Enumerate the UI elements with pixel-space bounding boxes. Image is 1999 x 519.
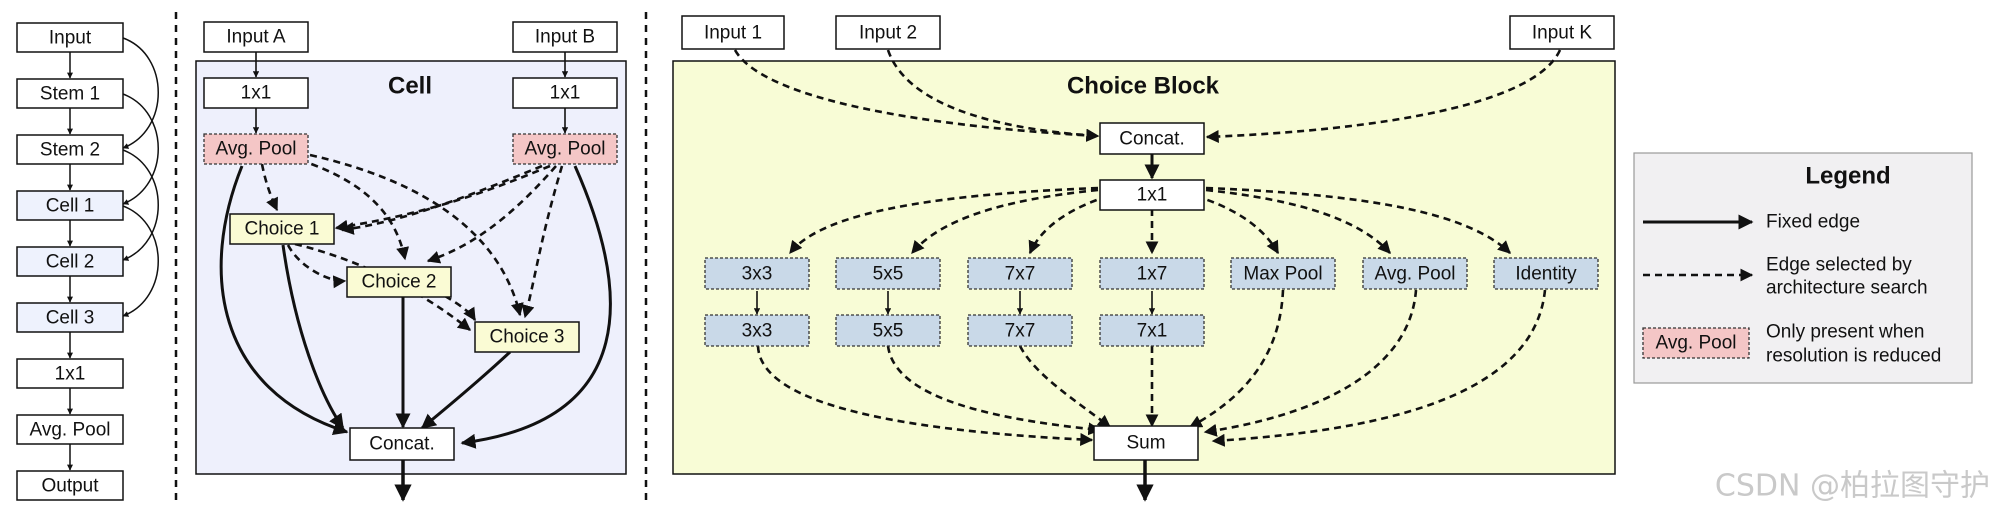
net-stem1-label: Stem 1 [40,84,100,105]
net-input-box [16,22,124,53]
cb-concat-label: Concat. [1119,129,1184,150]
cb-op-5x5-label: 5x5 [873,264,904,285]
legend-searched-edge-label-1: Edge selected by [1766,255,1912,276]
cb-input1-label: Input 1 [704,23,762,44]
cell-conv-b-label: 1x1 [550,83,581,104]
net-cell3-label: Cell 3 [46,308,95,329]
cell-input-a-box [203,21,309,53]
cb-op2-7x1-label: 7x1 [1137,321,1168,342]
cb-ops-top [704,257,1599,290]
cb-op2-3x3-label: 3x3 [742,321,773,342]
cell-conv-a-box [203,77,309,109]
cb-inputk-box [1509,15,1615,50]
cell-pool-b-box [512,133,618,165]
legend-reduced-label-2: resolution is reduced [1766,346,1941,367]
cb-op2-7x7-box [967,314,1073,347]
net-cell1-box [16,190,124,221]
cb-1x1-box [1099,179,1205,211]
cell-pool-a-label: Avg. Pool [216,139,297,160]
legend-panel: Legend Fixed edge Edge selected by archi… [1633,152,1973,384]
cb-ops-bottom [704,314,1205,347]
cell-pool-b-label: Avg. Pool [525,139,606,160]
cb-op-maxpool-label: Max Pool [1243,264,1322,285]
legend-title: Legend [1805,163,1890,190]
cell-concat-box [349,427,455,461]
network-panel: Input Stem 1 Stem 2 Cell 1 Cell 2 Cell 3… [16,22,159,501]
net-avgpool-box [16,414,124,445]
cb-op2-3x3-box [704,314,810,347]
cb-op-1x7-box [1099,257,1205,290]
cell-title: Cell [388,73,432,100]
net-1x1-box [16,358,124,389]
choice-block-panel: Choice Block [672,15,1616,502]
cb-input2-box [835,15,941,50]
net-output-label: Output [41,476,99,497]
cell-pool-a-box [203,133,309,165]
cb-op-7x7-box [967,257,1073,290]
cb-op-1x7-label: 1x7 [1137,264,1168,285]
legend-reduced-label-1: Only present when [1766,322,1924,343]
choice-block-title: Choice Block [1067,73,1220,100]
cb-op-maxpool-box [1230,257,1336,290]
cell-input-a-label: Input A [226,27,285,48]
cb-op2-5x5-box [835,314,941,347]
legend-pool-sample-label: Avg. Pool [1656,333,1737,354]
net-output-box [16,470,124,501]
legend-searched-edge-label-2: architecture search [1766,278,1928,299]
net-avgpool-label: Avg. Pool [30,420,111,441]
cb-op-identity-box [1493,257,1599,290]
cell-input-b-box [512,21,618,53]
cell-choice2-label: Choice 2 [362,272,437,293]
cb-op-5x5-box [835,257,941,290]
cell-panel: Cell [195,21,627,502]
cell-concat-label: Concat. [369,434,434,455]
cb-op-7x7-label: 7x7 [1005,264,1036,285]
net-input-label: Input [49,28,92,49]
cb-concat-box [1099,122,1205,155]
legend-fixed-edge-label: Fixed edge [1766,212,1860,233]
cell-choice1-label: Choice 1 [245,219,320,240]
watermark: CSDN @柏拉图守护 [1715,469,1990,504]
net-cell2-box [16,246,124,277]
cb-input1-box [681,15,785,50]
cb-op-3x3-label: 3x3 [742,264,773,285]
cb-input2-label: Input 2 [859,23,917,44]
net-stem2-box [16,134,124,165]
cb-op-avgpool-label: Avg. Pool [1375,264,1456,285]
legend-pool-sample-box [1642,327,1750,359]
cb-op-3x3-box [704,257,810,290]
cb-op2-5x5-label: 5x5 [873,321,904,342]
cb-op2-7x1-box [1099,314,1205,347]
cell-choice2-box [346,266,452,298]
net-cell2-label: Cell 2 [46,252,95,273]
cell-conv-a-label: 1x1 [241,83,272,104]
cell-choice3-box [474,321,580,353]
cb-sum-label: Sum [1126,433,1165,454]
net-cell3-box [16,302,124,333]
net-stem1-box [16,78,124,109]
net-1x1-label: 1x1 [55,364,86,385]
cb-inputk-label: Input K [1532,23,1593,44]
cell-input-b-label: Input B [535,27,595,48]
cb-op-avgpool-box [1362,257,1468,290]
net-cell1-label: Cell 1 [46,196,95,217]
cell-choice1-box [229,213,335,245]
cell-choice3-label: Choice 3 [490,327,565,348]
cb-op-identity-label: Identity [1515,264,1577,285]
cell-conv-b-box [512,77,618,109]
cb-1x1-label: 1x1 [1137,185,1168,206]
cb-op2-7x7-label: 7x7 [1005,321,1036,342]
net-stem2-label: Stem 2 [40,140,100,161]
